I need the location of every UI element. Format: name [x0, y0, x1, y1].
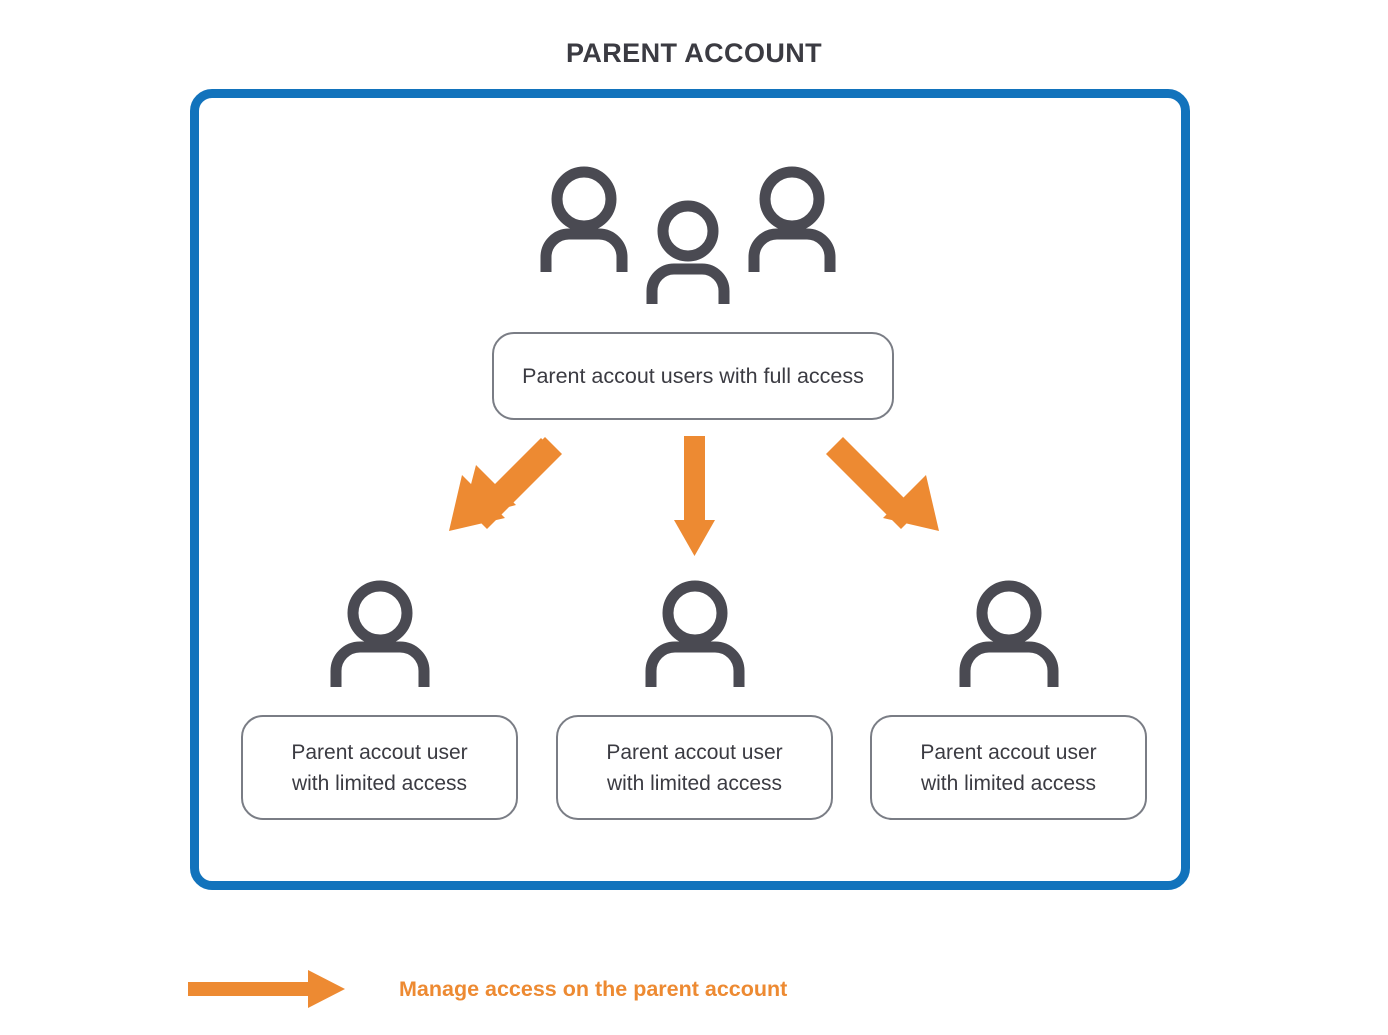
parent-users-label-box: Parent accout users with full access — [492, 332, 894, 420]
child-users-icon-row — [0, 575, 1388, 690]
right-arrow-icon — [186, 964, 361, 1014]
person-icon — [643, 575, 747, 687]
parent-users-label-text: Parent accout users with full access — [522, 363, 864, 388]
person-icon — [328, 575, 432, 687]
child-user-label-box: Parent accout user with limited access — [241, 715, 518, 820]
child-user-label-box: Parent accout user with limited access — [870, 715, 1147, 820]
legend: Manage access on the parent account — [186, 958, 986, 1020]
person-icon — [640, 192, 736, 304]
child-user-label-text: Parent accout user with limited access — [291, 740, 468, 795]
legend-label: Manage access on the parent account — [399, 976, 788, 1001]
child-user-label-text: Parent accout user with limited access — [920, 740, 1097, 795]
person-icon — [536, 160, 632, 272]
child-user-label-text: Parent accout user with limited access — [606, 740, 783, 795]
page-title: PARENT ACCOUNT — [565, 38, 823, 68]
parent-users-icon-group — [536, 160, 856, 315]
person-icon — [744, 160, 840, 272]
child-user-label-box: Parent accout user with limited access — [556, 715, 833, 820]
person-icon — [957, 575, 1061, 687]
